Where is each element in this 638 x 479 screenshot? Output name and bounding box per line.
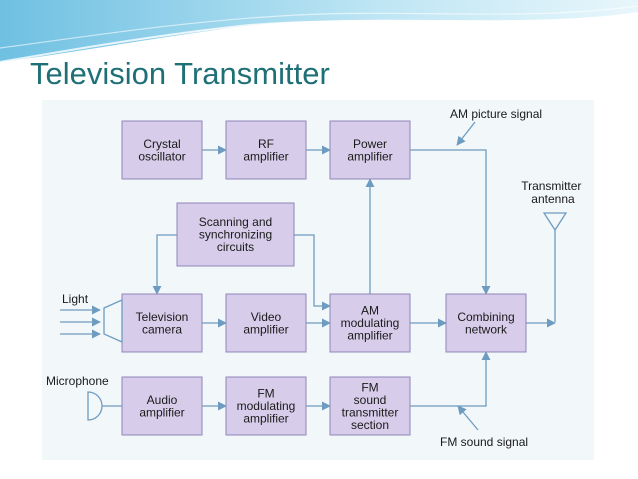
block-box (329, 120, 411, 180)
light-arrows (60, 305, 101, 339)
connection-line (410, 351, 491, 407)
connection-line (294, 234, 331, 311)
block-box (225, 120, 307, 180)
block-box (121, 293, 203, 353)
block-box (445, 293, 527, 353)
block-box (329, 376, 411, 436)
block-label-line: Video (251, 310, 282, 324)
light-label: Light (62, 292, 89, 306)
block-label-line: amplifier (139, 405, 184, 419)
block-box (329, 293, 411, 353)
camera-lens-icon (103, 298, 123, 344)
block-label-line: camera (142, 322, 182, 336)
block-label-line: amplifier (243, 322, 288, 336)
page-title: Television Transmitter (30, 56, 330, 91)
block-label-line: Combining (457, 310, 514, 324)
block-box (225, 293, 307, 353)
block-label-line: Scanning and (199, 215, 272, 229)
microphone-label: Microphone (46, 374, 109, 388)
fm-signal-pointer (457, 405, 479, 431)
block-label-line: amplifier (243, 149, 288, 163)
block-label-line: section (351, 418, 389, 432)
block-box (121, 376, 203, 436)
signal-lines (102, 145, 556, 411)
block-label-line: FM (257, 387, 274, 401)
block-label-line: Audio (147, 393, 178, 407)
block-label-line: modulating (237, 399, 296, 413)
block-label-line: modulating (341, 316, 400, 330)
block-label-line: synchronizing (199, 228, 272, 242)
antenna-icon (542, 212, 568, 322)
block-box (225, 376, 307, 436)
block-label-line: Television (136, 310, 189, 324)
am-signal-pointer (456, 121, 476, 146)
block-label-line: amplifier (347, 149, 392, 163)
block-label-line: RF (258, 137, 274, 151)
block-label-line: amplifier (347, 329, 392, 343)
block-label-line: Power (353, 137, 387, 151)
block-label-line: transmitter (342, 405, 399, 419)
microphone-icon (87, 391, 103, 421)
block-label-line: FM (361, 380, 378, 394)
block-box (121, 120, 203, 180)
block-label-line: circuits (217, 240, 254, 254)
connection-line (410, 149, 491, 295)
block-box (176, 202, 295, 267)
block-label-line: amplifier (243, 412, 288, 426)
header-wave (0, 0, 638, 63)
antenna-label: Transmitter antenna (521, 179, 585, 206)
block-label-line: Crystal (143, 137, 180, 151)
block-label-line: sound (354, 393, 387, 407)
fm-sound-signal-label: FM sound signal (440, 435, 528, 449)
connection-line (152, 234, 177, 295)
block-label-line: AM (361, 304, 379, 318)
block-label-line: network (465, 322, 508, 336)
am-picture-signal-label: AM picture signal (450, 107, 542, 121)
block-label-line: oscillator (138, 149, 185, 163)
